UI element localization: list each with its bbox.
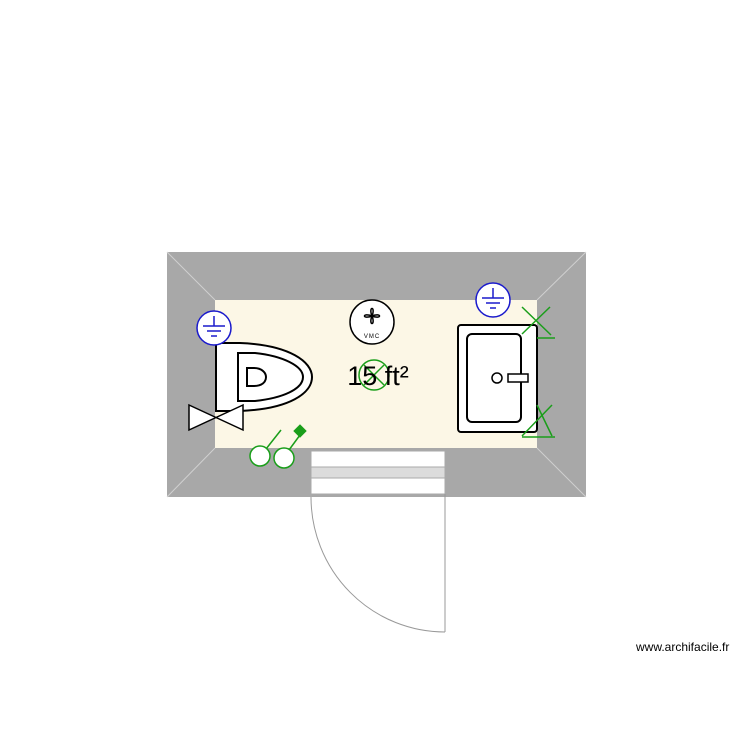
outlet-icon[interactable] — [521, 404, 555, 438]
outlet-icon[interactable] — [521, 306, 555, 339]
light-point-icon[interactable] — [358, 359, 390, 391]
room-area-label: 15 ft² — [347, 361, 409, 391]
door[interactable] — [310, 450, 446, 633]
sink-icon[interactable] — [457, 324, 538, 433]
toilet-icon[interactable] — [215, 342, 314, 412]
ground-outlet-icon[interactable] — [196, 310, 232, 346]
valve-icon[interactable] — [188, 403, 244, 432]
ground-outlet-icon[interactable] — [475, 282, 511, 318]
watermark[interactable]: www.archifacile.fr — [636, 640, 730, 654]
switch-icon[interactable] — [249, 429, 282, 467]
switch-icon[interactable] — [273, 424, 307, 469]
fan-label: VMC — [364, 334, 380, 340]
ventilation-fan-icon[interactable]: VMC — [349, 299, 395, 345]
